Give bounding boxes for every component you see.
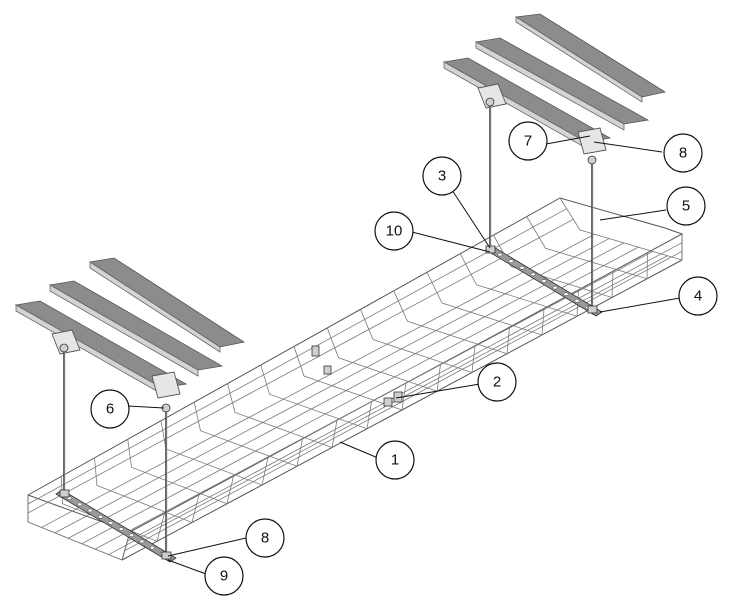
clamp-nut [587, 155, 597, 165]
beam [514, 13, 667, 103]
beam-clamp-bracket [51, 329, 81, 355]
leader-8b [167, 537, 247, 557]
tray-wire [160, 420, 269, 486]
channel-hole [497, 252, 503, 257]
leader-10 [411, 231, 491, 253]
channel-hole [519, 266, 525, 270]
callout-2: 2 [477, 362, 517, 402]
beam-clamp-bracket [477, 83, 507, 109]
splice-connector [383, 397, 393, 407]
rod-nut [59, 489, 70, 498]
tray-wire [393, 290, 510, 355]
channel-hole [108, 521, 114, 525]
callout-leaders [127, 135, 681, 575]
clamp-nut [485, 97, 495, 107]
beam [48, 280, 224, 377]
clamp-nut [59, 343, 69, 353]
lower-left-ceiling-beams [14, 257, 246, 413]
channel-fasteners [59, 245, 598, 560]
upper-right-ceiling-beams [442, 13, 667, 165]
callout-8-upper: 8 [663, 133, 703, 173]
tray-wire [94, 457, 200, 524]
channel-hole [129, 533, 134, 538]
tray-top-back-edge [27, 197, 666, 496]
callout-8-upper-label: 8 [679, 145, 687, 162]
beam-clamp-bracket [151, 371, 181, 399]
tray-wire [559, 197, 683, 261]
callout-8-lower: 8 [245, 518, 285, 558]
rod-nut [587, 305, 598, 314]
callout-3-label: 3 [438, 168, 446, 185]
callout-10-label: 10 [386, 223, 403, 240]
channel-hole [563, 292, 569, 296]
tray-wire [326, 327, 441, 392]
beam [88, 257, 246, 353]
callout-7: 7 [508, 121, 548, 161]
tray-splice-connectors [311, 345, 403, 407]
leader-9 [167, 559, 207, 575]
callout-3: 3 [422, 156, 462, 196]
channel-hole [77, 502, 83, 507]
tray-wire [127, 439, 234, 505]
callout-7-label: 7 [524, 133, 532, 150]
rod-nut [485, 245, 496, 254]
leader-2 [395, 383, 481, 399]
channel-hole [98, 514, 103, 519]
splice-connector [323, 365, 332, 375]
callout-9-label: 9 [220, 568, 228, 585]
callout-5: 5 [666, 186, 706, 226]
tray-wire [193, 402, 303, 467]
channel-hole [530, 272, 536, 277]
channel-hole [139, 539, 145, 544]
callout-4-label: 4 [694, 288, 702, 305]
leader-4 [599, 297, 681, 313]
callout-4: 4 [678, 276, 718, 316]
threaded-rods [63, 106, 594, 556]
leader-5 [599, 209, 667, 221]
tray-wire [227, 383, 338, 449]
callout-9: 9 [204, 556, 244, 596]
callout-8-lower-label: 8 [261, 530, 269, 547]
channel-hole [574, 299, 580, 303]
callout-6: 6 [90, 389, 130, 429]
leader-3 [451, 189, 491, 249]
channel-hole [508, 259, 514, 263]
leader-8a [593, 141, 663, 153]
tray-wire [526, 216, 648, 280]
channel-hole [552, 285, 558, 290]
channel-hole [541, 279, 547, 283]
splice-connector [311, 345, 320, 357]
beam [442, 57, 612, 149]
channel-hole [87, 508, 93, 513]
leader-6 [127, 405, 165, 409]
callout-5-label: 5 [682, 198, 690, 215]
tray-wire [260, 364, 372, 430]
leader-7 [545, 135, 591, 145]
channel-hole [149, 545, 155, 550]
callout-1: 1 [375, 440, 415, 480]
tray-wire [493, 234, 614, 299]
callout-6-label: 6 [106, 401, 114, 418]
beam-clamp-bracket [577, 127, 607, 155]
tray-wire [27, 495, 131, 561]
wire-mesh-cable-tray [27, 197, 684, 561]
beam [474, 37, 650, 131]
channel-hole [118, 527, 124, 531]
callout-10: 10 [374, 211, 414, 251]
leader-1 [339, 441, 379, 459]
callout-2-label: 2 [493, 374, 501, 391]
tray-wire [426, 272, 545, 336]
tray-longitudinal-wires [27, 208, 683, 555]
callout-1-label: 1 [391, 452, 399, 469]
tray-wire [360, 309, 476, 374]
